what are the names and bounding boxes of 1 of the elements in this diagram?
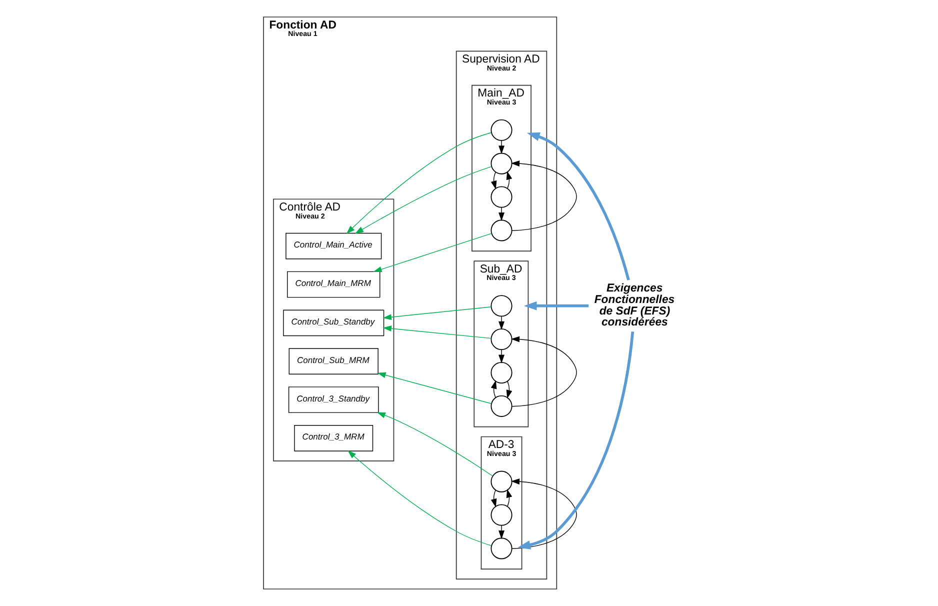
node-text: Exigences Fonctionnelles de SdF (EFS) considérées (594, 282, 674, 329)
